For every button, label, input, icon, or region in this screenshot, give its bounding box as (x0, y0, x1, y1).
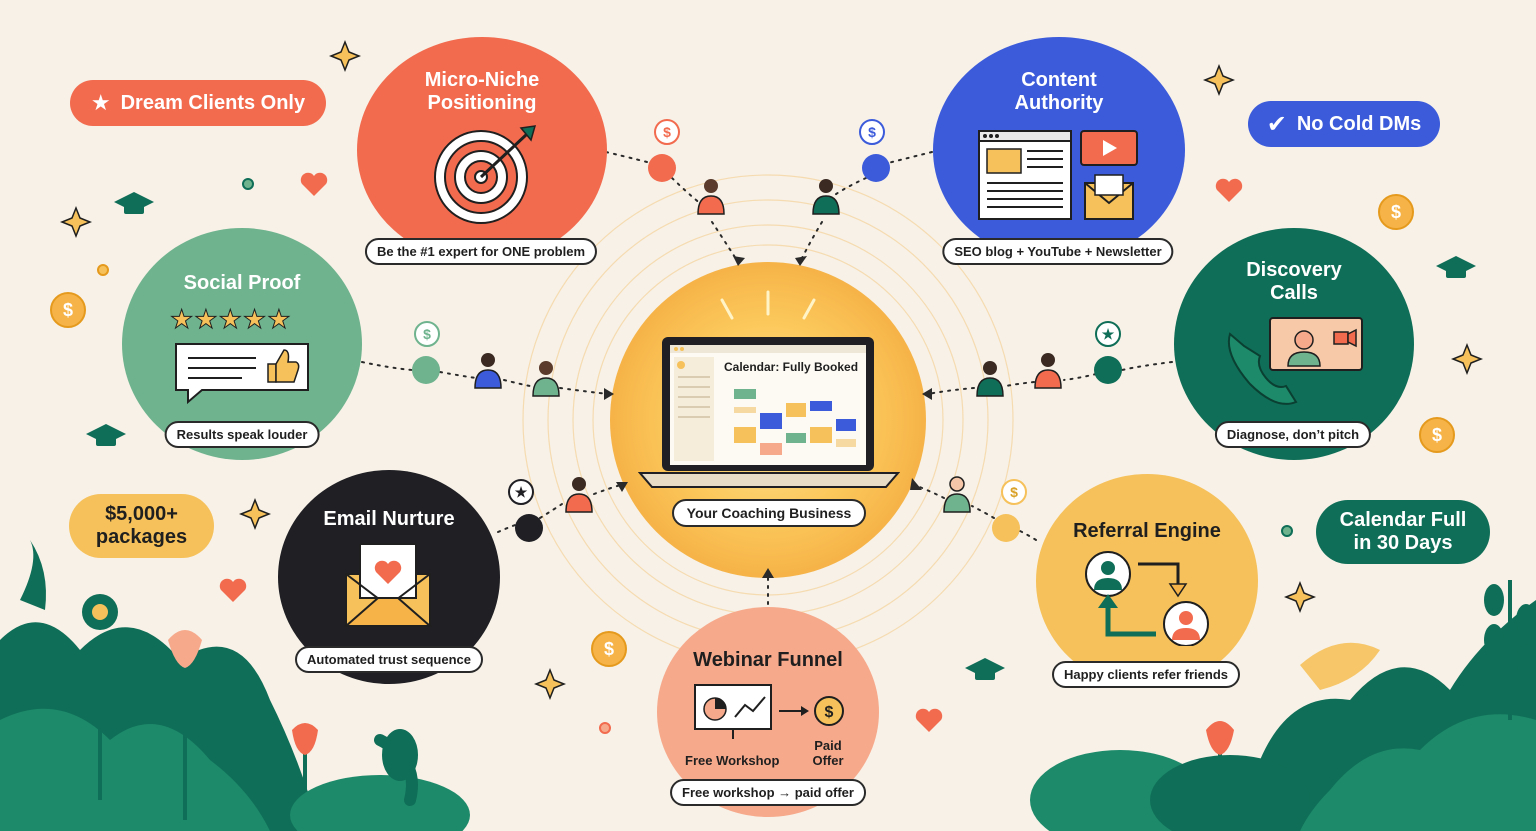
svg-text:$: $ (1432, 425, 1442, 445)
discovery-calls-tag: Diagnose, don’t pitch (1214, 421, 1372, 448)
svg-text:★: ★ (1102, 326, 1115, 342)
hearts (219, 172, 1243, 732)
referral-engine-node: Referral Engine (1036, 474, 1258, 688)
sun-rays (720, 290, 816, 320)
people-figures (474, 179, 1062, 513)
svg-text:$: $ (868, 124, 876, 140)
content-authority-tag: SEO blog + YouTube + Newsletter (942, 238, 1174, 265)
no-cold-dms-label: No Cold DMs (1296, 112, 1422, 135)
calendar-screen-title: Calendar: Fully Booked (724, 360, 859, 374)
svg-text:$: $ (825, 704, 834, 721)
target-icon (434, 125, 537, 224)
dream-clients-badge: ★ Dream Clients Only (70, 80, 326, 126)
packages-label: $5,000+ packages (95, 503, 188, 548)
calendar-full-badge: Calendar Full in 30 Days (1316, 500, 1490, 564)
check-icon: ✔ (1266, 110, 1287, 138)
email-nurture-title: Email Nurture (323, 508, 455, 530)
svg-text:$: $ (1010, 484, 1018, 500)
calendar-full-label: Calendar Full in 30 Days (1339, 509, 1467, 554)
laptop-calendar (638, 337, 900, 488)
blog-video-newsletter-icon (978, 130, 1138, 220)
referral-engine-tag: Happy clients refer friends (1052, 661, 1240, 688)
presentation-to-paid-icon: $ (694, 684, 844, 739)
micro-niche-tag: Be the #1 expert for ONE problem (364, 238, 598, 265)
referral-cycle-icon (1085, 551, 1209, 646)
coin-badges: $ $ $ ★ ★ $ (414, 119, 1121, 505)
social-proof-node: Social Proof ★★★★★ (122, 228, 362, 460)
svg-text:$: $ (63, 300, 73, 320)
free-workshop-caption: Free Workshop (685, 753, 780, 768)
email-nurture-tag: Automated trust sequence (295, 646, 483, 673)
svg-text:$: $ (663, 124, 671, 140)
svg-text:$: $ (423, 326, 431, 342)
svg-text:$: $ (1391, 202, 1401, 222)
star-icon: ★ (90, 90, 111, 115)
content-authority-node: Content Authority (933, 37, 1185, 263)
svg-text:$: $ (604, 639, 614, 659)
sparkles (59, 39, 1484, 701)
webinar-funnel-title: Webinar Funnel (693, 649, 843, 671)
webinar-funnel-tag: Free workshop → paid offer (670, 779, 866, 806)
micro-niche-title: Micro-Niche Positioning (424, 69, 540, 114)
svg-text:★: ★ (515, 484, 528, 500)
review-bubble-icon (175, 343, 309, 405)
micro-niche-node: Micro-Niche Positioning (357, 37, 607, 263)
paid-offer-caption: Paid Offer (812, 738, 844, 768)
five-star-rating: ★★★★★ (170, 304, 292, 335)
connector-arrowheads (604, 256, 932, 578)
packages-badge: $5,000+ packages (69, 494, 214, 558)
calendar-grid (734, 389, 856, 455)
envelope-heart-icon (343, 543, 433, 627)
phone-video-call-icon (1228, 317, 1363, 405)
social-proof-tag: Results speak louder (164, 421, 320, 448)
grad-caps (86, 192, 1476, 680)
content-authority-title: Content Authority (1014, 69, 1104, 114)
connector-dots (412, 154, 1122, 542)
social-proof-title: Social Proof (183, 272, 301, 294)
foliage-right (1030, 580, 1536, 831)
discovery-calls-title: Discovery Calls (1246, 259, 1342, 304)
referral-engine-title: Referral Engine (1073, 520, 1221, 542)
confetti-dots (97, 178, 1293, 734)
foliage-left (0, 540, 470, 831)
no-cold-dms-badge: ✔ No Cold DMs (1248, 101, 1440, 147)
gold-coins: $ $ $ $ (50, 194, 1455, 667)
coaching-business-label: Your Coaching Business (672, 499, 866, 527)
dream-clients-label: Dream Clients Only (120, 91, 306, 114)
